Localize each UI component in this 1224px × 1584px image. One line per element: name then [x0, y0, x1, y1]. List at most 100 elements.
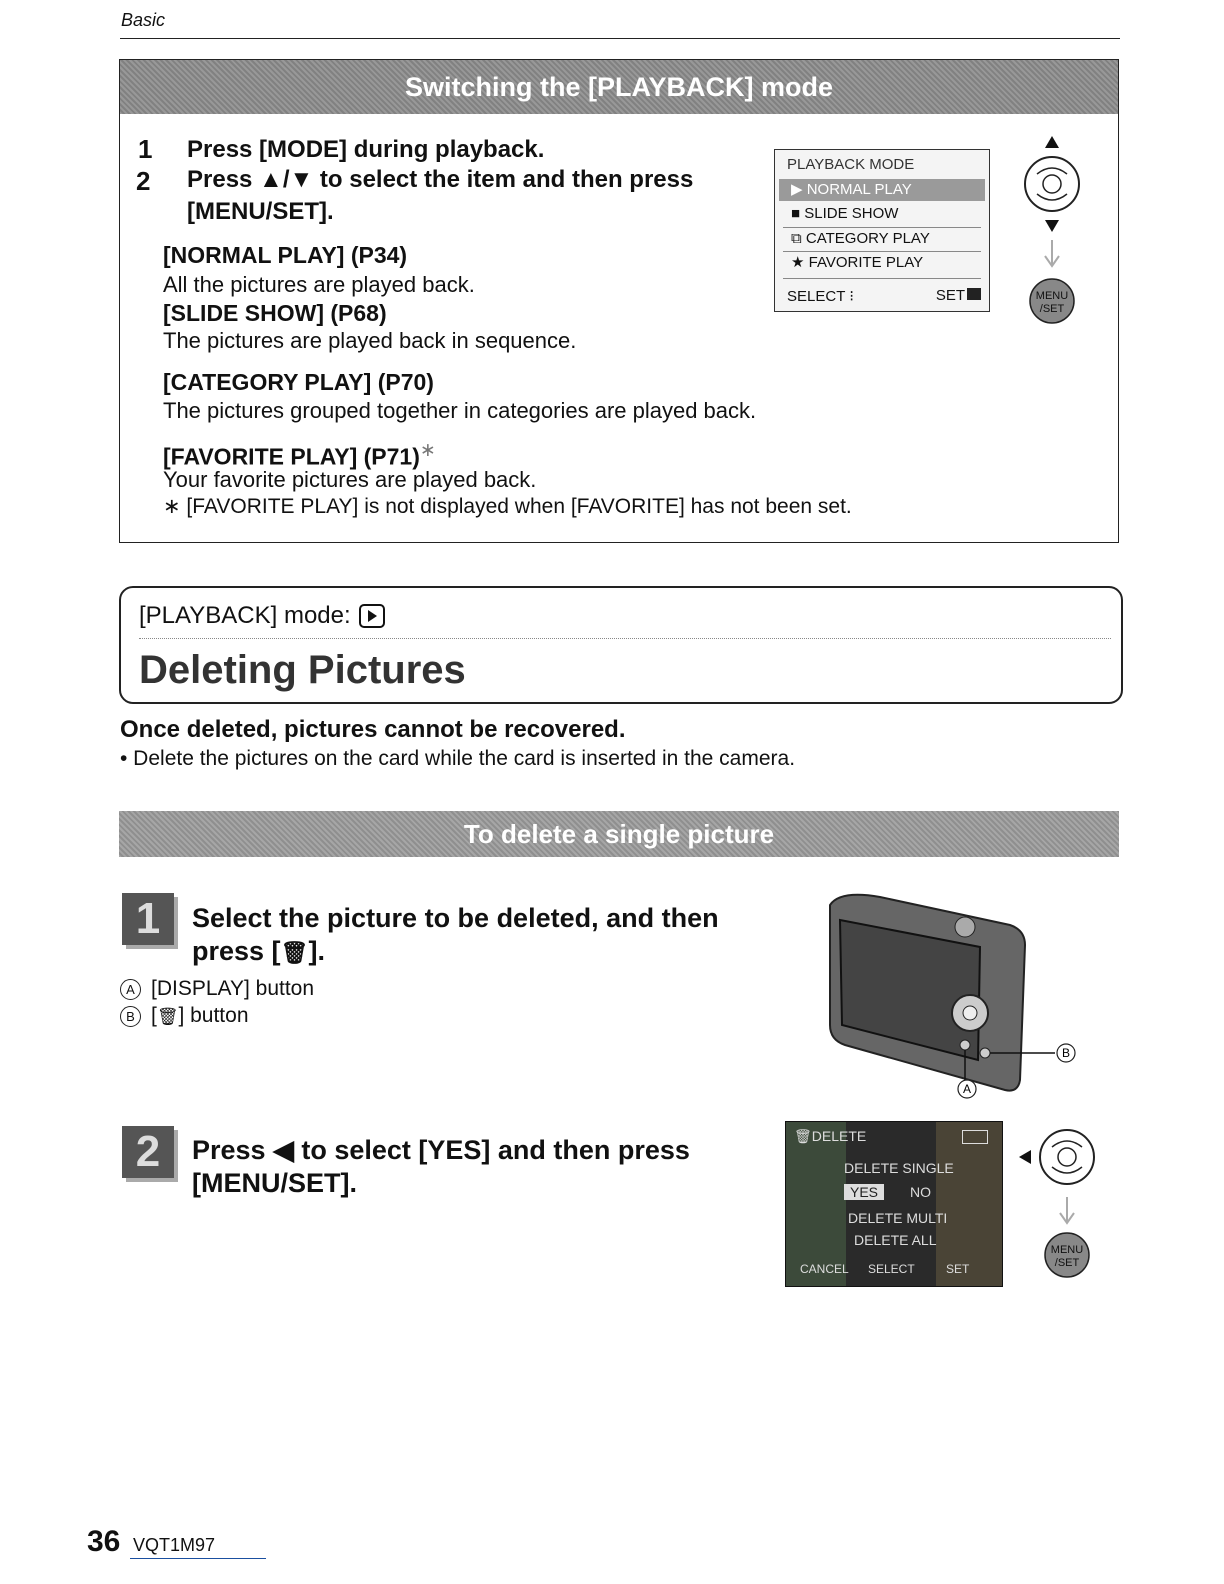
footer-rule: [130, 1558, 266, 1559]
callout-prefix: [: [151, 1004, 157, 1027]
footnote: ∗ [FAVORITE PLAY] is not displayed when …: [163, 495, 852, 518]
svg-text:/SET: /SET: [1055, 1257, 1080, 1269]
lcd-title: 🗑DELETE: [794, 1128, 866, 1145]
callout-a: A [DISPLAY] button: [120, 977, 314, 1001]
step-badge: 2: [122, 1126, 174, 1178]
page-number: 36: [87, 1525, 121, 1558]
option-title: [CATEGORY PLAY] (P70): [163, 369, 434, 395]
trash-icon: 🗑: [794, 1128, 812, 1144]
category-icon: ⧉: [791, 230, 806, 247]
cursor-pad-diagram: MENU /SET: [1024, 136, 1080, 324]
lcd-item-label: FAVORITE PLAY: [808, 254, 924, 271]
lcd-footer-cancel: CANCEL: [800, 1262, 849, 1276]
step-text: Press [MODE] during playback.: [187, 136, 545, 163]
deleting-pictures-header: [PLAYBACK] mode: Deleting Pictures: [119, 586, 1123, 704]
divider: [783, 227, 981, 228]
lcd-item-label: CATEGORY PLAY: [805, 230, 930, 247]
lcd-item-normal-play: ▶ NORMAL PLAY: [779, 179, 985, 201]
lcd-row: DELETE SINGLE: [844, 1160, 954, 1176]
camera-screen: [838, 918, 982, 1062]
lcd-footer-select: SELECT ⁝: [787, 287, 854, 305]
playback-menu-screen: PLAYBACK MODE ▶ NORMAL PLAY ■ SLIDE SHOW…: [774, 149, 990, 312]
divider: [783, 251, 981, 252]
flow-arrow-icon: [1059, 1197, 1075, 1225]
option-title: [SLIDE SHOW] (P68): [163, 300, 387, 326]
display-button-icon: [959, 1039, 971, 1051]
svg-text:MENU: MENU: [1036, 290, 1068, 302]
menu-set-button-icon: [1029, 278, 1075, 324]
mode-label: [PLAYBACK] mode:: [139, 602, 385, 630]
figure-label-a: A: [963, 1082, 971, 1096]
up-arrow-icon: [1045, 136, 1059, 148]
cursor-pad-icon: [1024, 156, 1080, 212]
lcd-item-label: NORMAL PLAY: [806, 181, 912, 198]
svg-text:/SET: /SET: [1040, 303, 1065, 315]
battery-icon: [962, 1130, 988, 1144]
step-text-part: Select the picture to be deleted, and th…: [192, 903, 719, 966]
lcd-row: DELETE ALL: [854, 1232, 937, 1248]
lcd-title-text: DELETE: [811, 1128, 867, 1144]
svg-text:MENU: MENU: [1051, 1244, 1083, 1256]
flow-arrow-icon: [1044, 240, 1060, 268]
option-title: [FAVORITE PLAY] (P71)∗: [163, 438, 436, 471]
lcd-item-favorite-play: ★ FAVORITE PLAY: [779, 252, 985, 274]
lcd-item-label: SLIDE SHOW: [804, 205, 899, 222]
playback-mode-icon: [358, 604, 385, 628]
lcd-item-category-play: ⧉ CATEGORY PLAY: [779, 228, 985, 250]
trash-icon: 🗑: [280, 940, 309, 965]
slideshow-icon: ■: [791, 205, 805, 222]
option-desc: All the pictures are played back.: [163, 272, 475, 297]
left-arrow-icon: [1019, 1150, 1031, 1164]
no-option[interactable]: NO: [910, 1184, 931, 1200]
down-arrow-icon: [1045, 220, 1059, 232]
trash-icon: 🗑: [156, 1007, 179, 1026]
cursor-pad-icon: [1039, 1129, 1095, 1185]
camera-shutter-icon: [954, 916, 976, 938]
callout-mark: B: [120, 1006, 141, 1027]
callout-b: B [🗑] button: [120, 1004, 249, 1028]
callout-text: [DISPLAY] button: [151, 977, 315, 1000]
step-text: Select the picture to be deleted, and th…: [192, 902, 772, 969]
updown-icon: ⁝: [849, 288, 855, 305]
option-desc: Your favorite pictures are played back.: [163, 467, 537, 492]
set-label: SET: [935, 287, 965, 304]
photo-background: [936, 1122, 1002, 1286]
option-desc: The pictures are played back in sequence…: [163, 328, 577, 353]
lcd-row: DELETE MULTI: [848, 1210, 948, 1226]
step-number: 2: [136, 166, 151, 196]
section-banner: Switching the [PLAYBACK] mode: [120, 60, 1118, 114]
callout-mark: A: [120, 979, 141, 1000]
figure-label-b: B: [1062, 1046, 1070, 1060]
playback-mode-section: Switching the [PLAYBACK] mode 1 Press [M…: [119, 59, 1119, 543]
delete-menu-screen: 🗑DELETE DELETE SINGLE YES NO DELETE MULT…: [785, 1121, 1003, 1287]
select-label: SELECT: [787, 288, 846, 305]
lcd-footer-select: SELECT: [868, 1262, 915, 1276]
callout-text: ] button: [178, 1004, 249, 1027]
divider: [783, 278, 981, 279]
footnote-mark: ∗: [419, 440, 436, 461]
note-text: • Delete the pictures on the card while …: [120, 747, 796, 770]
mode-label-text: [PLAYBACK] mode:: [139, 602, 351, 629]
step-text: Press ◀ to select [YES] and then press […: [192, 1135, 690, 1198]
trash-button-icon: [979, 1047, 991, 1059]
divider: [139, 638, 1111, 639]
camera-illustration: B A: [829, 893, 1076, 1099]
yes-option[interactable]: YES: [844, 1184, 885, 1200]
step-number: 1: [138, 134, 153, 164]
play-icon: ▶: [791, 181, 807, 198]
lcd-title: PLAYBACK MODE: [787, 156, 915, 173]
lcd-footer-set: SET: [946, 1262, 970, 1276]
lcd-footer-set: SET: [936, 287, 981, 304]
option-title-text: [FAVORITE PLAY] (P71): [163, 443, 420, 470]
cursor-pad-diagram: MENU /SET: [1019, 1129, 1095, 1278]
star-icon: ★: [791, 254, 809, 271]
section-label: Basic: [121, 10, 166, 30]
section-banner: To delete a single picture: [119, 811, 1119, 857]
photo-background: [786, 1122, 846, 1286]
step-text: Press ▲/▼ to select the item and then pr…: [187, 166, 694, 225]
header-rule: [120, 38, 1120, 39]
menu-set-button-icon: [1044, 1232, 1090, 1278]
step-badge: 1: [122, 893, 174, 945]
lcd-item-slide-show: ■ SLIDE SHOW: [779, 203, 985, 225]
option-desc: The pictures grouped together in categor…: [163, 398, 757, 423]
